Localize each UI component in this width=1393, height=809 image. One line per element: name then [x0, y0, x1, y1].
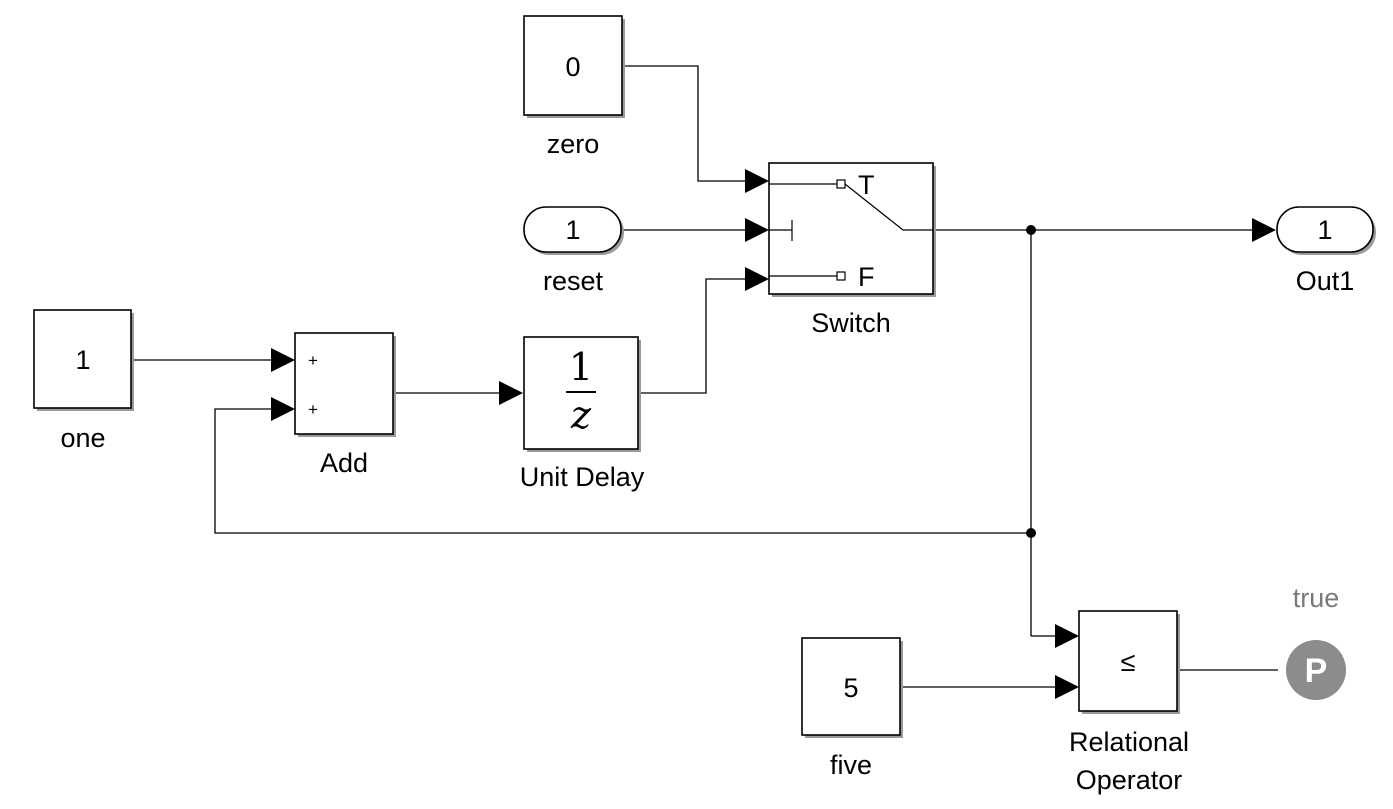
- arrow-out1-in: [1252, 218, 1276, 242]
- proof-objective-icon: [1286, 640, 1346, 700]
- zero-value: 0: [565, 52, 580, 82]
- relational-operator-label-line1: Relational: [1069, 727, 1189, 757]
- unit-delay-label: Unit Delay: [520, 462, 645, 492]
- wire-zero-to-switch[interactable]: [623, 65, 748, 182]
- branch-point-feedback: [1026, 528, 1036, 538]
- arrow-switch-f: [745, 267, 769, 291]
- reset-label: reset: [543, 266, 604, 296]
- add-sign-1: +: [308, 351, 318, 370]
- add-sign-2: +: [308, 400, 318, 419]
- arrow-add-in1: [271, 348, 295, 372]
- wire-delay-to-switch[interactable]: [640, 278, 748, 394]
- switch-block[interactable]: T F: [768, 162, 936, 297]
- switch-false-port-label: F: [858, 262, 875, 292]
- branch-point-output: [1026, 225, 1036, 235]
- arrow-relop-in1: [1055, 624, 1079, 648]
- unit-delay-numerator: 1: [569, 345, 593, 389]
- zero-label: zero: [547, 129, 600, 159]
- five-label: five: [830, 750, 872, 780]
- relational-operator-label-line2: Operator: [1076, 765, 1183, 795]
- one-label: one: [60, 423, 105, 453]
- switch-f-terminal: [836, 271, 846, 281]
- arrow-add-in2: [271, 397, 295, 421]
- add-label: Add: [320, 448, 368, 478]
- out1-port-number: 1: [1317, 215, 1332, 245]
- five-value: 5: [843, 673, 858, 703]
- switch-label: Switch: [811, 308, 891, 338]
- five-constant-block[interactable]: 5: [801, 637, 903, 738]
- unit-delay-denominator: z: [570, 393, 592, 437]
- add-block[interactable]: + +: [294, 332, 396, 437]
- arrow-switch-t: [745, 169, 769, 193]
- proof-objective-label: true: [1293, 583, 1340, 613]
- arrowheads: [271, 169, 1276, 699]
- one-value: 1: [75, 345, 90, 375]
- proof-objective-block[interactable]: P: [1286, 640, 1346, 700]
- wire-feedback-to-add[interactable]: [214, 408, 1031, 534]
- proof-objective-glyph: P: [1305, 652, 1328, 690]
- switch-contact-arm: [844, 183, 933, 231]
- switch-t-terminal: [836, 179, 846, 189]
- zero-constant-block[interactable]: 0: [523, 15, 625, 118]
- arrow-delay-in: [499, 381, 523, 405]
- reset-port-number: 1: [565, 215, 580, 245]
- relational-operator-block[interactable]: ≤: [1078, 610, 1180, 714]
- arrow-switch-ctrl: [745, 218, 769, 242]
- unit-delay-block[interactable]: 1 z: [523, 336, 641, 452]
- arrow-relop-in2: [1055, 675, 1079, 699]
- out1-label: Out1: [1296, 266, 1355, 296]
- relational-operator-symbol: ≤: [1121, 647, 1136, 677]
- switch-true-port-label: T: [858, 170, 875, 200]
- reset-inport-block[interactable]: 1: [523, 206, 624, 255]
- signal-lines: [132, 65, 1278, 688]
- out1-outport-block[interactable]: 1: [1276, 206, 1376, 255]
- one-constant-block[interactable]: 1: [33, 309, 134, 411]
